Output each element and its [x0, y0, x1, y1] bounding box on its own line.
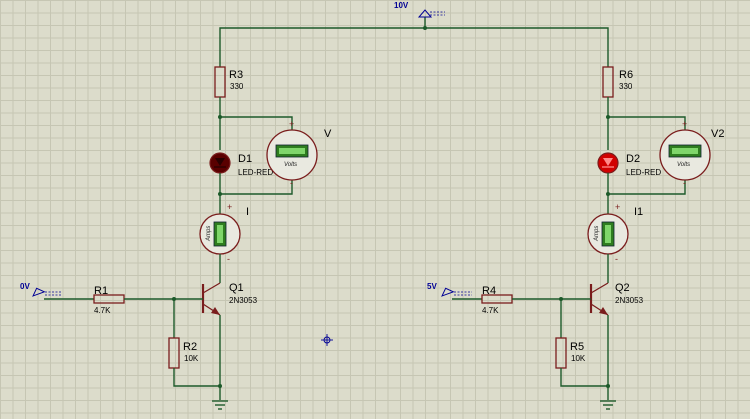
- r4-value: 4.7K: [482, 306, 499, 315]
- voltmeter-v-ref: V: [324, 128, 332, 140]
- ammeter-i-plus: +: [227, 202, 232, 212]
- d1-ref: D1: [238, 153, 252, 165]
- r4-ref: R4: [482, 285, 496, 297]
- r5-ref: R5: [570, 341, 584, 353]
- ammeter-i-minus: -: [227, 254, 230, 264]
- r2-ref: R2: [183, 341, 197, 353]
- voltmeter-v2[interactable]: Volts + -: [659, 119, 711, 188]
- supply-label: 10V: [394, 1, 409, 10]
- r6-ref: R6: [619, 69, 633, 81]
- r1-ref: R1: [94, 285, 108, 297]
- input-terminal-left[interactable]: [31, 286, 62, 297]
- ammeter-i1-plus: +: [615, 202, 620, 212]
- voltmeter-v2-plus: +: [682, 119, 687, 129]
- supply-terminal-icon[interactable]: [417, 9, 433, 18]
- r3-value: 330: [230, 82, 244, 91]
- r2-resistor[interactable]: [168, 337, 180, 369]
- q1-value: 2N3053: [229, 296, 258, 305]
- d1-value: LED-RED: [238, 168, 273, 177]
- q2-ref: Q2: [615, 282, 630, 294]
- q2-value: 2N3053: [615, 296, 644, 305]
- ground-icon: [600, 400, 616, 410]
- input-label-left: 0V: [20, 282, 30, 291]
- r1-value: 4.7K: [94, 306, 111, 315]
- r5-value: 10K: [571, 354, 586, 363]
- input-terminal-right[interactable]: [440, 286, 472, 297]
- r6-value: 330: [619, 82, 633, 91]
- right-circuit: R6 330 D2 LED-RED Volts + - V2 Amps: [427, 66, 724, 410]
- voltmeter-v-unit: Volts: [284, 162, 297, 168]
- r5-resistor[interactable]: [555, 337, 567, 369]
- left-circuit: R3 330 D1 LED-RED Volts + - V: [20, 66, 332, 410]
- input-label-right: 5V: [427, 282, 437, 291]
- d2-value: LED-RED: [626, 168, 661, 177]
- ammeter-i1[interactable]: Amps + -: [587, 202, 629, 264]
- ammeter-i-ref: I: [246, 206, 249, 218]
- voltmeter-v[interactable]: Volts + -: [266, 119, 318, 188]
- ammeter-i1-minus: -: [615, 254, 618, 264]
- voltmeter-v2-ref: V2: [711, 128, 724, 140]
- ammeter-i1-unit: Amps: [594, 226, 600, 242]
- r2-value: 10K: [184, 354, 199, 363]
- r3-ref: R3: [229, 69, 243, 81]
- r6-resistor[interactable]: [602, 66, 614, 117]
- supply-rail[interactable]: 10V: [219, 1, 609, 67]
- ground-icon: [212, 400, 228, 410]
- ammeter-i-unit: Amps: [206, 226, 212, 242]
- q1-transistor[interactable]: [201, 282, 221, 316]
- voltmeter-v-plus: +: [289, 119, 294, 129]
- d2-ref: D2: [626, 153, 640, 165]
- ammeter-i1-ref: I1: [634, 206, 643, 218]
- q1-ref: Q1: [229, 282, 244, 294]
- voltmeter-v-minus: -: [290, 178, 293, 188]
- d2-led[interactable]: [597, 152, 619, 174]
- voltmeter-v2-minus: -: [683, 178, 686, 188]
- d1-led[interactable]: [209, 152, 231, 174]
- q2-transistor[interactable]: [589, 282, 609, 316]
- origin-marker-icon: [321, 334, 333, 346]
- voltmeter-v2-unit: Volts: [677, 162, 690, 168]
- r3-resistor[interactable]: [214, 66, 226, 117]
